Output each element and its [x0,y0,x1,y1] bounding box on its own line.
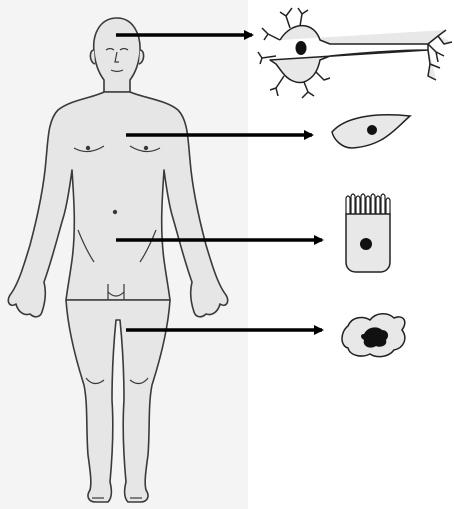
irregular-cell [342,314,405,357]
microvilli [346,194,390,214]
neuron-dendrites [258,8,330,98]
neuron-body [270,26,452,83]
neuron-nucleus [296,41,307,55]
spindle-cell-nucleus [367,125,377,135]
navel [113,210,116,213]
left-nipple [86,146,89,149]
columnar-epithelial-cell [346,194,390,272]
epithelial-cell-nucleus [360,238,372,250]
neuron-cell [258,8,452,98]
right-nipple [144,146,147,149]
spindle-cell [332,115,410,148]
